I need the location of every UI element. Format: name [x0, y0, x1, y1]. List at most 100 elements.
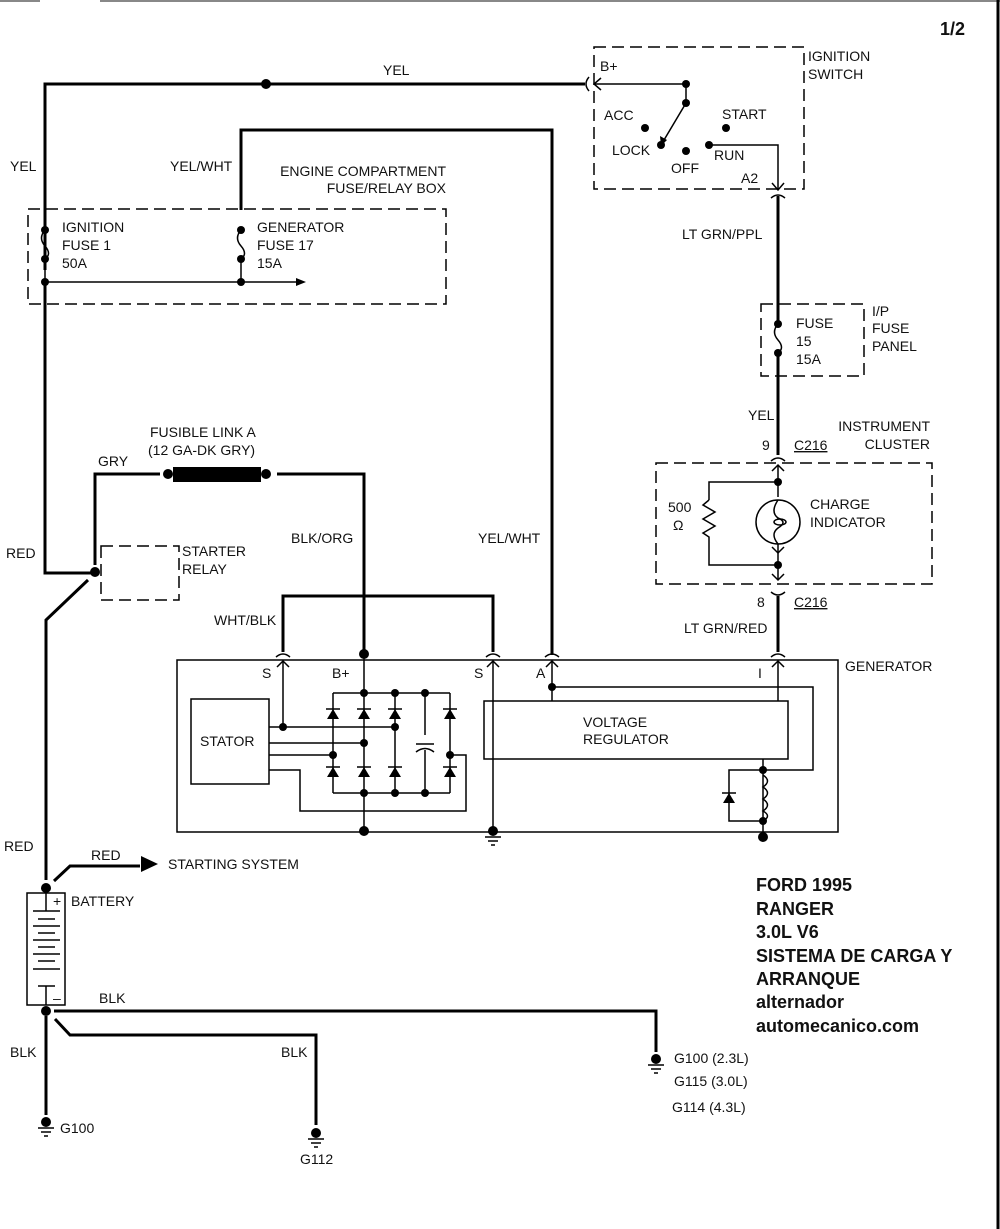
terminal-a2-label: A2 [741, 170, 758, 186]
ground-g100-label: G100 [60, 1120, 94, 1136]
starting-system-label: STARTING SYSTEM [168, 856, 299, 872]
wire-label-red-bottom: RED [4, 838, 34, 854]
battery-label: BATTERY [71, 893, 135, 909]
position-start-label: START [722, 106, 767, 122]
fuse17-rating: 15A [257, 255, 283, 271]
diode-icon [388, 708, 402, 719]
wire-lt-grn-ppl: LT GRN/PPL [682, 196, 780, 322]
ip-fuse-panel-label-3: PANEL [872, 338, 917, 354]
ip-fuse-panel-label-2: FUSE [872, 320, 909, 336]
wire-lt-grn-red: 8 C216 LT GRN/RED [684, 591, 828, 658]
wire-label-red-start: RED [91, 847, 121, 863]
title-line-system: SISTEMA DE CARGA Y [756, 946, 952, 966]
instrument-cluster: INSTRUMENT CLUSTER 9 C216 500 Ω CHARGE I… [655, 418, 933, 585]
fuse-icon [236, 229, 246, 260]
connector-female-icon [585, 76, 590, 92]
wire-red-left: RED [6, 282, 95, 575]
wire-label-yel-wht-mid: YEL/WHT [478, 530, 541, 546]
resistor-icon [701, 499, 778, 566]
connector-female-icon [770, 591, 786, 596]
wire-label-blk-right: BLK [99, 990, 126, 1006]
ip-fuse-rating: 15A [796, 351, 822, 367]
wire-label-blk-org: BLK/ORG [291, 530, 353, 546]
battery-positive: + [53, 893, 61, 909]
pin-8-label: 8 [757, 594, 765, 610]
engine-fuse-relay-box: ENGINE COMPARTMENT FUSE/RELAY BOX IGNITI… [27, 163, 447, 305]
connector-female-icon [485, 653, 501, 658]
fuse-box-label: ENGINE COMPARTMENT [280, 163, 446, 179]
connector-c216-label: C216 [794, 437, 828, 453]
starter-relay: STARTER RELAY RED [4, 543, 246, 880]
wire-label-wht-blk: WHT/BLK [214, 612, 277, 628]
terminal-a-label: A [536, 665, 546, 681]
fuse17-name: GENERATOR [257, 219, 344, 235]
ip-fuse-number: 15 [796, 333, 812, 349]
ip-fuse-name: FUSE [796, 315, 833, 331]
wire-label-lt-grn-ppl: LT GRN/PPL [682, 226, 763, 242]
ip-fuse-panel: I/P FUSE PANEL FUSE 15 15A [760, 303, 917, 377]
ground-g100-g115-g114: G100 (2.3L) G115 (3.0L) G114 (4.3L) [648, 1050, 749, 1115]
diode-icon [443, 766, 457, 777]
title-line-website: automecanico.com [756, 1016, 919, 1036]
ignition-switch-label-2: SWITCH [808, 66, 863, 82]
connector-female-icon [544, 653, 560, 658]
position-off-label: OFF [671, 160, 699, 176]
connector-female-icon [770, 194, 786, 199]
starter-relay-label: STARTER [182, 543, 246, 559]
diode-icon [357, 708, 371, 719]
wire-label-yel-left: YEL [10, 158, 37, 174]
splice-dot [261, 79, 271, 89]
fusible-link-spec: (12 GA-DK GRY) [148, 442, 255, 458]
fuse1-rating: 50A [62, 255, 88, 271]
ohm-symbol: Ω [673, 517, 683, 533]
rectifier-bridge [326, 654, 457, 836]
connector-female-icon [770, 457, 786, 462]
fusible-link-icon [173, 467, 261, 482]
title-line-engine: 3.0L V6 [756, 922, 819, 942]
wire-label-lt-grn-red: LT GRN/RED [684, 620, 768, 636]
charge-indicator-label: CHARGE [810, 496, 870, 512]
voltage-regulator-label-2: REGULATOR [583, 731, 669, 747]
ground-wires: BLK BLK BLK G100 G112 G100 (2.3L) G115 (… [10, 990, 749, 1167]
ip-fuse-panel-label: I/P [872, 303, 889, 319]
wire-label-yel-wht-top: YEL/WHT [170, 158, 233, 174]
battery-negative: – [53, 990, 61, 1006]
instrument-cluster-label: INSTRUMENT [838, 418, 930, 434]
title-line-component: alternador [756, 992, 844, 1012]
diode-icon [388, 766, 402, 777]
ground-g115-3-0l-label: G115 (3.0L) [674, 1073, 748, 1089]
starter-relay-label-2: RELAY [182, 561, 228, 577]
connector-female-icon [770, 653, 786, 658]
fuse-icon [40, 229, 50, 260]
generator-label: GENERATOR [845, 658, 932, 674]
wire-label-red-left: RED [6, 545, 36, 561]
fuse17-number: FUSE 17 [257, 237, 314, 253]
ignition-switch: IGNITION SWITCH B+ ACC START LOCK OFF RU… [592, 46, 870, 199]
charge-indicator-label-2: INDICATOR [810, 514, 886, 530]
position-acc-label: ACC [604, 107, 634, 123]
terminal-s2-label: S [474, 665, 483, 681]
ground-g100-2-3l-label: G100 (2.3L) [674, 1050, 749, 1066]
voltage-regulator-label: VOLTAGE [583, 714, 647, 730]
ground-g112: G112 [300, 1128, 333, 1167]
title-block: FORD 1995 RANGER 3.0L V6 SISTEMA DE CARG… [756, 875, 952, 1036]
wire-label-blk-left: BLK [10, 1044, 37, 1060]
field-coil-icon [761, 774, 769, 822]
position-lock-label: LOCK [612, 142, 651, 158]
diode-icon [326, 708, 340, 719]
wire-label-gry: GRY [98, 453, 129, 469]
resistor-value: 500 [668, 499, 692, 515]
battery: RED STARTING SYSTEM + – BATTERY [26, 847, 299, 1016]
diode-icon [357, 766, 371, 777]
wire-label-yel-cluster: YEL [748, 407, 775, 423]
ignition-switch-label: IGNITION [808, 48, 870, 64]
wire-yel-top: YEL YEL [10, 62, 590, 270]
title-line-system-2: ARRANQUE [756, 969, 860, 989]
fuse-box-label-2: FUSE/RELAY BOX [327, 180, 447, 196]
diode-icon [326, 766, 340, 777]
voltage-regulator [483, 700, 789, 760]
page-number: 1/2 [940, 19, 965, 39]
connector-female-icon [275, 653, 291, 658]
terminal-s1-label: S [262, 665, 271, 681]
